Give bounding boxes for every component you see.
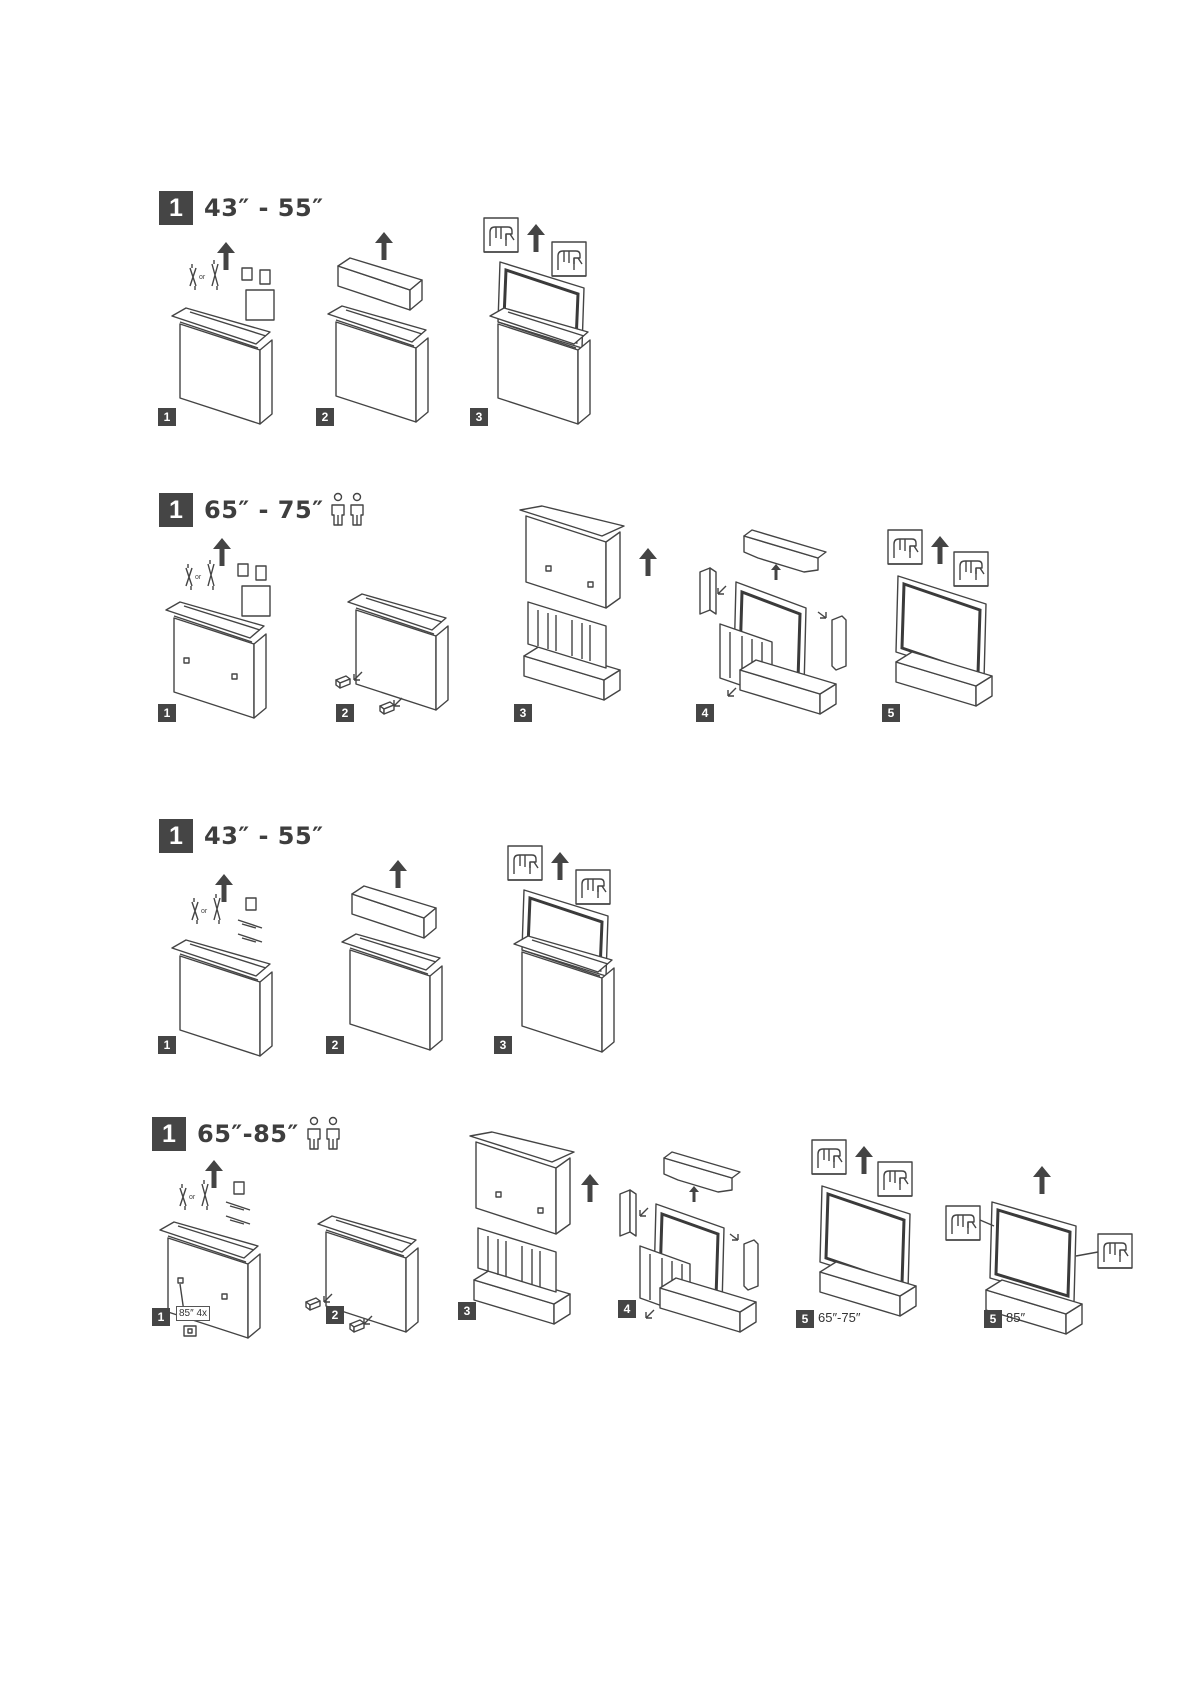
lift-tv-out-icon xyxy=(508,846,638,1058)
section-header: 1 43″ - 55″ xyxy=(159,818,323,854)
size-range-title: 43″ - 55″ xyxy=(204,822,323,850)
bracket-note: 85″ 4x xyxy=(176,1306,210,1321)
step-3: 3 xyxy=(520,506,670,726)
step-5: 5 xyxy=(888,530,1028,726)
step-3: 3 xyxy=(508,846,638,1058)
step-badge: 5 xyxy=(882,704,900,722)
step-5-85: 5 85″ xyxy=(946,1166,1136,1348)
two-persons-icon xyxy=(331,493,366,527)
step-badge: 3 xyxy=(470,408,488,426)
step-badge: 5 xyxy=(984,1310,1002,1328)
step-2: 2 xyxy=(310,1212,440,1348)
step-2: 2 xyxy=(336,858,466,1058)
step-1: 1 xyxy=(166,536,296,726)
step-badge: 2 xyxy=(326,1036,344,1054)
step-2: 2 xyxy=(340,590,470,726)
step-badge: 1 xyxy=(158,1036,176,1054)
step-badge: 3 xyxy=(458,1302,476,1320)
step-4: 4 xyxy=(700,528,860,726)
step-badge: 5 xyxy=(796,1310,814,1328)
two-persons-icon xyxy=(307,1117,342,1151)
lift-tv-side-grip-icon xyxy=(946,1166,1136,1348)
size-sublabel: 65″-75″ xyxy=(818,1310,860,1325)
step-badge: 1 xyxy=(152,1308,170,1326)
remove-clips-icon xyxy=(340,590,470,726)
step-badge: 4 xyxy=(696,704,714,722)
section-header: 1 65″-85″ xyxy=(152,1116,342,1152)
step-badge: 2 xyxy=(336,704,354,722)
step-badge: 4 xyxy=(618,1300,636,1318)
step-3: 3 xyxy=(484,218,614,430)
lift-top-cover-icon xyxy=(322,230,452,430)
remove-packaging-icon xyxy=(620,1150,770,1348)
size-sublabel: 85″ xyxy=(1006,1310,1025,1325)
step-1: 1 xyxy=(166,240,296,430)
step-badge: 1 xyxy=(158,704,176,722)
remove-clips-icon xyxy=(310,1212,440,1348)
section-header: 1 65″ - 75″ xyxy=(159,492,366,528)
lift-outer-box-icon xyxy=(520,506,670,726)
section-number: 1 xyxy=(159,819,193,853)
section-number: 1 xyxy=(159,493,193,527)
step-1: 1 xyxy=(166,872,296,1058)
step-2: 2 xyxy=(322,230,452,430)
section-number: 1 xyxy=(152,1117,186,1151)
step-badge: 2 xyxy=(326,1306,344,1324)
section-number: 1 xyxy=(159,191,193,225)
step-3: 3 xyxy=(470,1132,620,1348)
lift-top-cover-icon xyxy=(336,858,466,1058)
step-1: 1 85″ 4x xyxy=(160,1158,290,1348)
bracket-icon xyxy=(182,1324,202,1340)
remove-packaging-icon xyxy=(700,528,860,726)
size-range-title: 65″-85″ xyxy=(197,1120,299,1148)
lift-tv-out-icon xyxy=(484,218,614,430)
tv-box-with-accessories-icon xyxy=(166,536,296,726)
step-4: 4 xyxy=(620,1150,770,1348)
step-5-65-75: 5 65″-75″ xyxy=(812,1140,952,1348)
step-badge: 2 xyxy=(316,408,334,426)
lift-outer-box-icon xyxy=(470,1132,620,1348)
step-badge: 3 xyxy=(514,704,532,722)
step-badge: 3 xyxy=(494,1036,512,1054)
step-badge: 1 xyxy=(158,408,176,426)
section-header: 1 43″ - 55″ xyxy=(159,190,323,226)
lift-tv-from-tray-icon xyxy=(888,530,1028,726)
size-range-title: 43″ - 55″ xyxy=(204,194,323,222)
tv-box-with-accessories-icon xyxy=(166,872,296,1058)
tv-box-with-accessories-icon xyxy=(166,240,296,430)
size-range-title: 65″ - 75″ xyxy=(204,496,323,524)
